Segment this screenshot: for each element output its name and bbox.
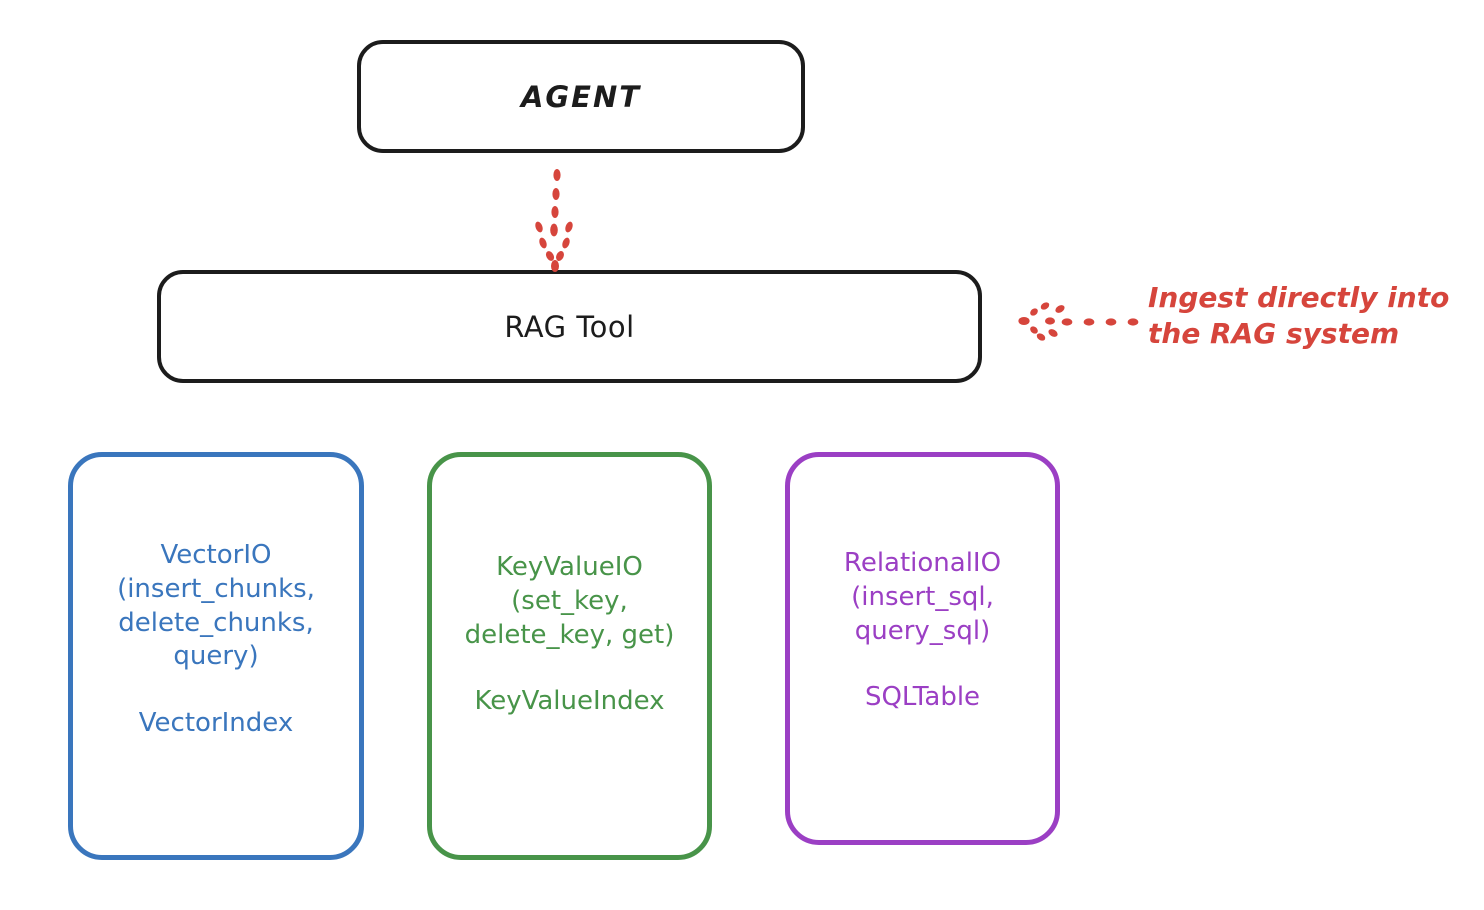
arrow-agent-to-rag-tool: [535, 169, 573, 272]
annotation-ingest: Ingest directly into the RAG system: [1148, 281, 1450, 351]
node-relational-io-index: SQLTable: [864, 682, 981, 713]
node-vector-io-api: VectorIO (insert_chunks, delete_chunks, …: [117, 540, 315, 672]
node-agent-label: AGENT: [520, 79, 642, 114]
node-vector-io-index: VectorIndex: [138, 708, 294, 739]
node-relational-io-body: RelationalIO (insert_sql, query_sql) SQL…: [790, 547, 1055, 712]
node-agent[interactable]: AGENT: [357, 40, 805, 153]
node-rag-tool[interactable]: RAG Tool: [157, 270, 982, 383]
node-relational-io-api: RelationalIO (insert_sql, query_sql): [843, 548, 1002, 646]
node-keyvalue-io[interactable]: KeyValueIO (set_key, delete_key, get) Ke…: [427, 452, 712, 860]
node-vector-io[interactable]: VectorIO (insert_chunks, delete_chunks, …: [68, 452, 364, 860]
arrow-ingest-to-rag-tool: [1018, 302, 1139, 341]
node-keyvalue-io-body: KeyValueIO (set_key, delete_key, get) Ke…: [432, 551, 707, 716]
node-rag-tool-label: RAG Tool: [504, 309, 635, 344]
node-keyvalue-io-index: KeyValueIndex: [474, 686, 665, 717]
node-keyvalue-io-api: KeyValueIO (set_key, delete_key, get): [464, 552, 675, 650]
node-relational-io[interactable]: RelationalIO (insert_sql, query_sql) SQL…: [785, 452, 1060, 845]
node-vector-io-body: VectorIO (insert_chunks, delete_chunks, …: [73, 539, 359, 738]
